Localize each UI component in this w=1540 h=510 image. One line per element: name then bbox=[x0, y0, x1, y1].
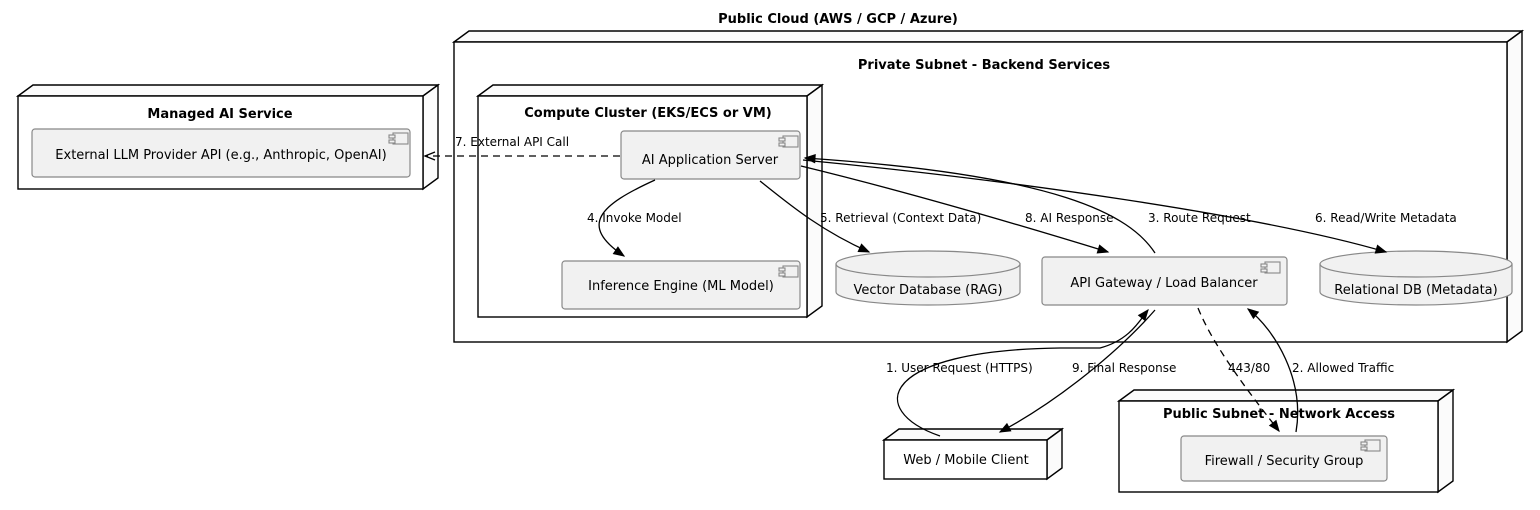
uml-component-icon bbox=[1360, 439, 1381, 452]
edge-route-request: 3. Route Request bbox=[803, 153, 1251, 254]
database-vector-database[interactable]: Vector Database (RAG) bbox=[835, 250, 1021, 306]
edge-label-route-request: 3. Route Request bbox=[1148, 211, 1251, 225]
edge-label-final-response: 9. Final Response bbox=[1072, 361, 1176, 375]
ai-application-server-label: AI Application Server bbox=[642, 153, 779, 168]
edge-label-ai-response: 8. AI Response bbox=[1025, 211, 1113, 225]
edge-label-ports: 443/80 bbox=[1228, 361, 1270, 375]
component-api-gateway[interactable]: API Gateway / Load Balancer bbox=[1041, 256, 1288, 306]
cloud-title: Public Cloud (AWS / GCP / Azure) bbox=[718, 12, 958, 27]
web-mobile-client-label: Web / Mobile Client bbox=[903, 453, 1028, 468]
managed-ai-service-title: Managed AI Service bbox=[147, 107, 292, 122]
public-subnet-title: Public Subnet - Network Access bbox=[1163, 407, 1395, 422]
edge-ai-response: 8. AI Response bbox=[800, 165, 1113, 254]
compute-cluster-title: Compute Cluster (EKS/ECS or VM) bbox=[524, 106, 771, 121]
edge-allowed-traffic: 2. Allowed Traffic bbox=[1246, 308, 1394, 433]
node-managed-ai-service: Managed AI Service External LLM Provider… bbox=[15, 83, 441, 191]
edge-label-allowed-traffic: 2. Allowed Traffic bbox=[1292, 361, 1394, 375]
component-external-llm-provider-api[interactable]: External LLM Provider API (e.g., Anthrop… bbox=[31, 128, 411, 178]
vector-database-label: Vector Database (RAG) bbox=[853, 283, 1002, 298]
component-ai-application-server[interactable]: AI Application Server bbox=[620, 130, 801, 180]
node-web-mobile-client[interactable]: Web / Mobile Client bbox=[881, 427, 1065, 481]
database-relational-db[interactable]: Relational DB (Metadata) bbox=[1319, 250, 1513, 306]
edge-user-request: 1. User Request (HTTPS) bbox=[886, 308, 1149, 437]
uml-component-icon bbox=[778, 135, 799, 148]
edge-retrieval: 5. Retrieval (Context Data) bbox=[759, 180, 981, 253]
component-inference-engine[interactable]: Inference Engine (ML Model) bbox=[561, 260, 801, 310]
edge-external-api-call: 7. External API Call bbox=[423, 135, 620, 161]
edge-invoke-model: 4. Invoke Model bbox=[587, 179, 682, 257]
edge-label-read-write-metadata: 6. Read/Write Metadata bbox=[1315, 211, 1457, 225]
node-public-subnet: Public Subnet - Network Access Firewall … bbox=[1116, 388, 1456, 494]
component-firewall-security-group[interactable]: Firewall / Security Group bbox=[1180, 435, 1388, 482]
uml-component-icon bbox=[1260, 261, 1281, 274]
edge-label-external-api-call: 7. External API Call bbox=[455, 135, 569, 149]
inference-engine-label: Inference Engine (ML Model) bbox=[588, 279, 774, 294]
edge-final-response: 9. Final Response bbox=[998, 309, 1176, 433]
firewall-security-group-label: Firewall / Security Group bbox=[1205, 454, 1364, 469]
uml-component-icon bbox=[778, 265, 799, 278]
node-compute-cluster: Compute Cluster (EKS/ECS or VM) AI Appli… bbox=[475, 83, 825, 319]
edge-label-retrieval: 5. Retrieval (Context Data) bbox=[820, 211, 981, 225]
edge-ports: 443/80 bbox=[1197, 307, 1280, 433]
external-llm-provider-api-label: External LLM Provider API (e.g., Anthrop… bbox=[55, 148, 386, 163]
edge-label-invoke-model: 4. Invoke Model bbox=[587, 211, 682, 225]
private-subnet-title: Private Subnet - Backend Services bbox=[858, 58, 1110, 73]
api-gateway-label: API Gateway / Load Balancer bbox=[1070, 276, 1258, 291]
edge-label-user-request: 1. User Request (HTTPS) bbox=[886, 361, 1033, 375]
edge-read-write-metadata: 6. Read/Write Metadata bbox=[802, 159, 1457, 254]
uml-component-icon bbox=[388, 132, 409, 145]
relational-db-label: Relational DB (Metadata) bbox=[1334, 283, 1497, 298]
